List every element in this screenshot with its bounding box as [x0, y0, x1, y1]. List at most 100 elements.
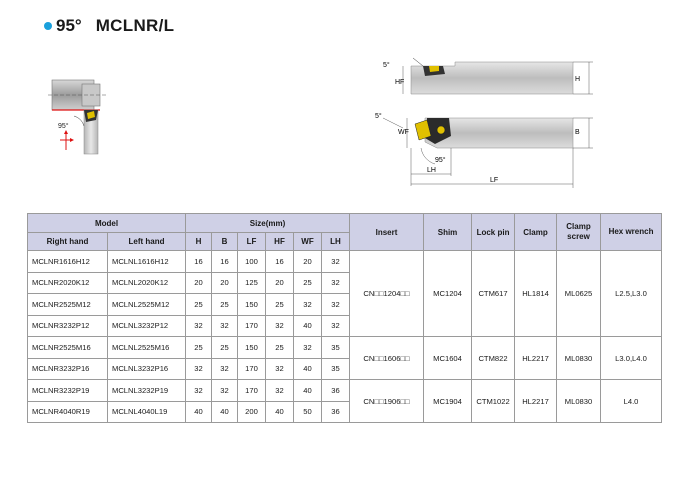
left-hand-cell: MCLNL2020K12 [106, 271, 187, 294]
right-hand-cell: MCLNR2020K12 [27, 271, 108, 294]
header-shim: Shim [423, 213, 473, 251]
clamp-screw-cell: ML0830 [556, 379, 602, 423]
lf-cell: 170 [237, 314, 267, 337]
hex-wrench-cell: L4.0 [600, 379, 663, 423]
hf-cell: 16 [265, 250, 295, 273]
header-h: H [185, 232, 213, 251]
bullet-dot-icon [44, 22, 52, 30]
h-cell: 32 [185, 379, 213, 402]
shim-cell: MC1904 [423, 379, 473, 423]
b-label: B [575, 129, 580, 136]
lock-pin-cell: CTM1022 [471, 379, 516, 423]
left-hand-cell: MCLNL3232P16 [106, 357, 187, 380]
h-cell: 16 [185, 250, 213, 273]
lf-cell: 100 [237, 250, 267, 273]
hf-cell: 25 [265, 336, 295, 359]
left-hand-cell: MCLNL3232P12 [106, 314, 187, 337]
lf-label: LF [490, 177, 498, 184]
clamp-cell: HL2217 [514, 379, 558, 423]
h-cell: 20 [185, 271, 213, 294]
h-cell: 25 [185, 336, 213, 359]
shim-cell: MC1604 [423, 336, 473, 380]
shim-cell: MC1204 [423, 250, 473, 337]
right-hand-cell: MCLNR2525M16 [27, 336, 108, 359]
page-title: 95° MCLNR/L [44, 12, 174, 40]
header-lock-pin: Lock pin [471, 213, 516, 251]
b-cell: 25 [211, 293, 239, 316]
header-lf: LF [237, 232, 267, 251]
hf-cell: 25 [265, 293, 295, 316]
insert-cell: CN□□1204□□ [349, 250, 425, 337]
table-row: MCLNR4040R19 MCLNL4040L19 40 40 200 40 5… [27, 400, 662, 423]
lf-cell: 170 [237, 357, 267, 380]
h-label: H [575, 76, 580, 83]
header-clamp: Clamp [514, 213, 558, 251]
header-right-hand: Right hand [27, 232, 108, 251]
left-hand-cell: MCLNL4040L19 [106, 400, 187, 423]
b-cell: 25 [211, 336, 239, 359]
table-row: MCLNR2020K12 MCLNL2020K12 20 20 125 20 2… [27, 271, 662, 294]
h-cell: 32 [185, 357, 213, 380]
lf-cell: 200 [237, 400, 267, 423]
b-cell: 32 [211, 379, 239, 402]
left-hand-cell: MCLNL3232P19 [106, 379, 187, 402]
b-cell: 32 [211, 357, 239, 380]
dimension-drawing: 5° HF H 5° WF B 95° LH LF [365, 52, 605, 192]
lh-cell: 36 [321, 379, 351, 402]
hex-wrench-cell: L3.0,L4.0 [600, 336, 663, 380]
right-hand-cell: MCLNR3232P12 [27, 314, 108, 337]
wf-cell: 25 [293, 271, 323, 294]
h-cell: 25 [185, 293, 213, 316]
left-angle-label: 95° [58, 122, 69, 130]
wf-label: WF [398, 129, 409, 136]
clamp-screw-cell: ML0830 [556, 336, 602, 380]
right-hand-cell: MCLNR4040R19 [27, 400, 108, 423]
left-hand-cell: MCLNL2525M12 [106, 293, 187, 316]
lh-label: LH [427, 167, 436, 174]
right-hand-cell: MCLNR2525M12 [27, 293, 108, 316]
lh-cell: 32 [321, 271, 351, 294]
right-hand-cell: MCLNR3232P19 [27, 379, 108, 402]
wf-cell: 20 [293, 250, 323, 273]
b-cell: 16 [211, 250, 239, 273]
wf-cell: 40 [293, 357, 323, 380]
table-row: MCLNR1616H12 MCLNL1616H12 16 16 100 16 2… [27, 250, 663, 337]
table-row: MCLNR3232P16 MCLNL3232P16 32 32 170 32 4… [27, 357, 662, 380]
clamp-cell: HL2217 [514, 336, 558, 380]
b-cell: 32 [211, 314, 239, 337]
lf-cell: 150 [237, 293, 267, 316]
h-cell: 40 [185, 400, 213, 423]
lh-cell: 36 [321, 400, 351, 423]
header-lh: LH [321, 232, 351, 251]
spec-table: Model Size(mm) Insert Shim Lock pin Clam… [26, 213, 663, 423]
hf-cell: 32 [265, 314, 295, 337]
hf-cell: 40 [265, 400, 295, 423]
left-hand-cell: MCLNL2525M16 [106, 336, 187, 359]
table-row: MCLNR2525M12 MCLNL2525M12 25 25 150 25 3… [27, 293, 662, 316]
right-hand-cell: MCLNR3232P16 [27, 357, 108, 380]
insert-cell: CN□□1906□□ [349, 379, 425, 423]
insert-cell: CN□□1606□□ [349, 336, 425, 380]
bottom-angle-label: 95° [435, 156, 446, 164]
wf-cell: 32 [293, 336, 323, 359]
lf-cell: 125 [237, 271, 267, 294]
lh-cell: 35 [321, 357, 351, 380]
wf-cell: 50 [293, 400, 323, 423]
lf-cell: 150 [237, 336, 267, 359]
header-model: Model [26, 213, 187, 233]
table-row: MCLNR3232P19 MCLNL3232P19 32 32 170 32 4… [27, 379, 663, 423]
table-row: MCLNR2525M16 MCLNL2525M16 25 25 150 25 3… [27, 336, 663, 380]
top-angle-label: 5° [383, 61, 390, 69]
header-clamp-screw: Clamp screw [556, 213, 602, 251]
lf-cell: 170 [237, 379, 267, 402]
clamp-screw-cell: ML0625 [556, 250, 602, 337]
h-cell: 32 [185, 314, 213, 337]
lh-cell: 32 [321, 314, 351, 337]
wf-cell: 32 [293, 293, 323, 316]
lh-cell: 35 [321, 336, 351, 359]
left-tool-illustration: 95° [44, 70, 114, 155]
lh-cell: 32 [321, 250, 351, 273]
hf-cell: 32 [265, 357, 295, 380]
header-b: B [211, 232, 239, 251]
hex-wrench-cell: L2.5,L3.0 [600, 250, 663, 337]
